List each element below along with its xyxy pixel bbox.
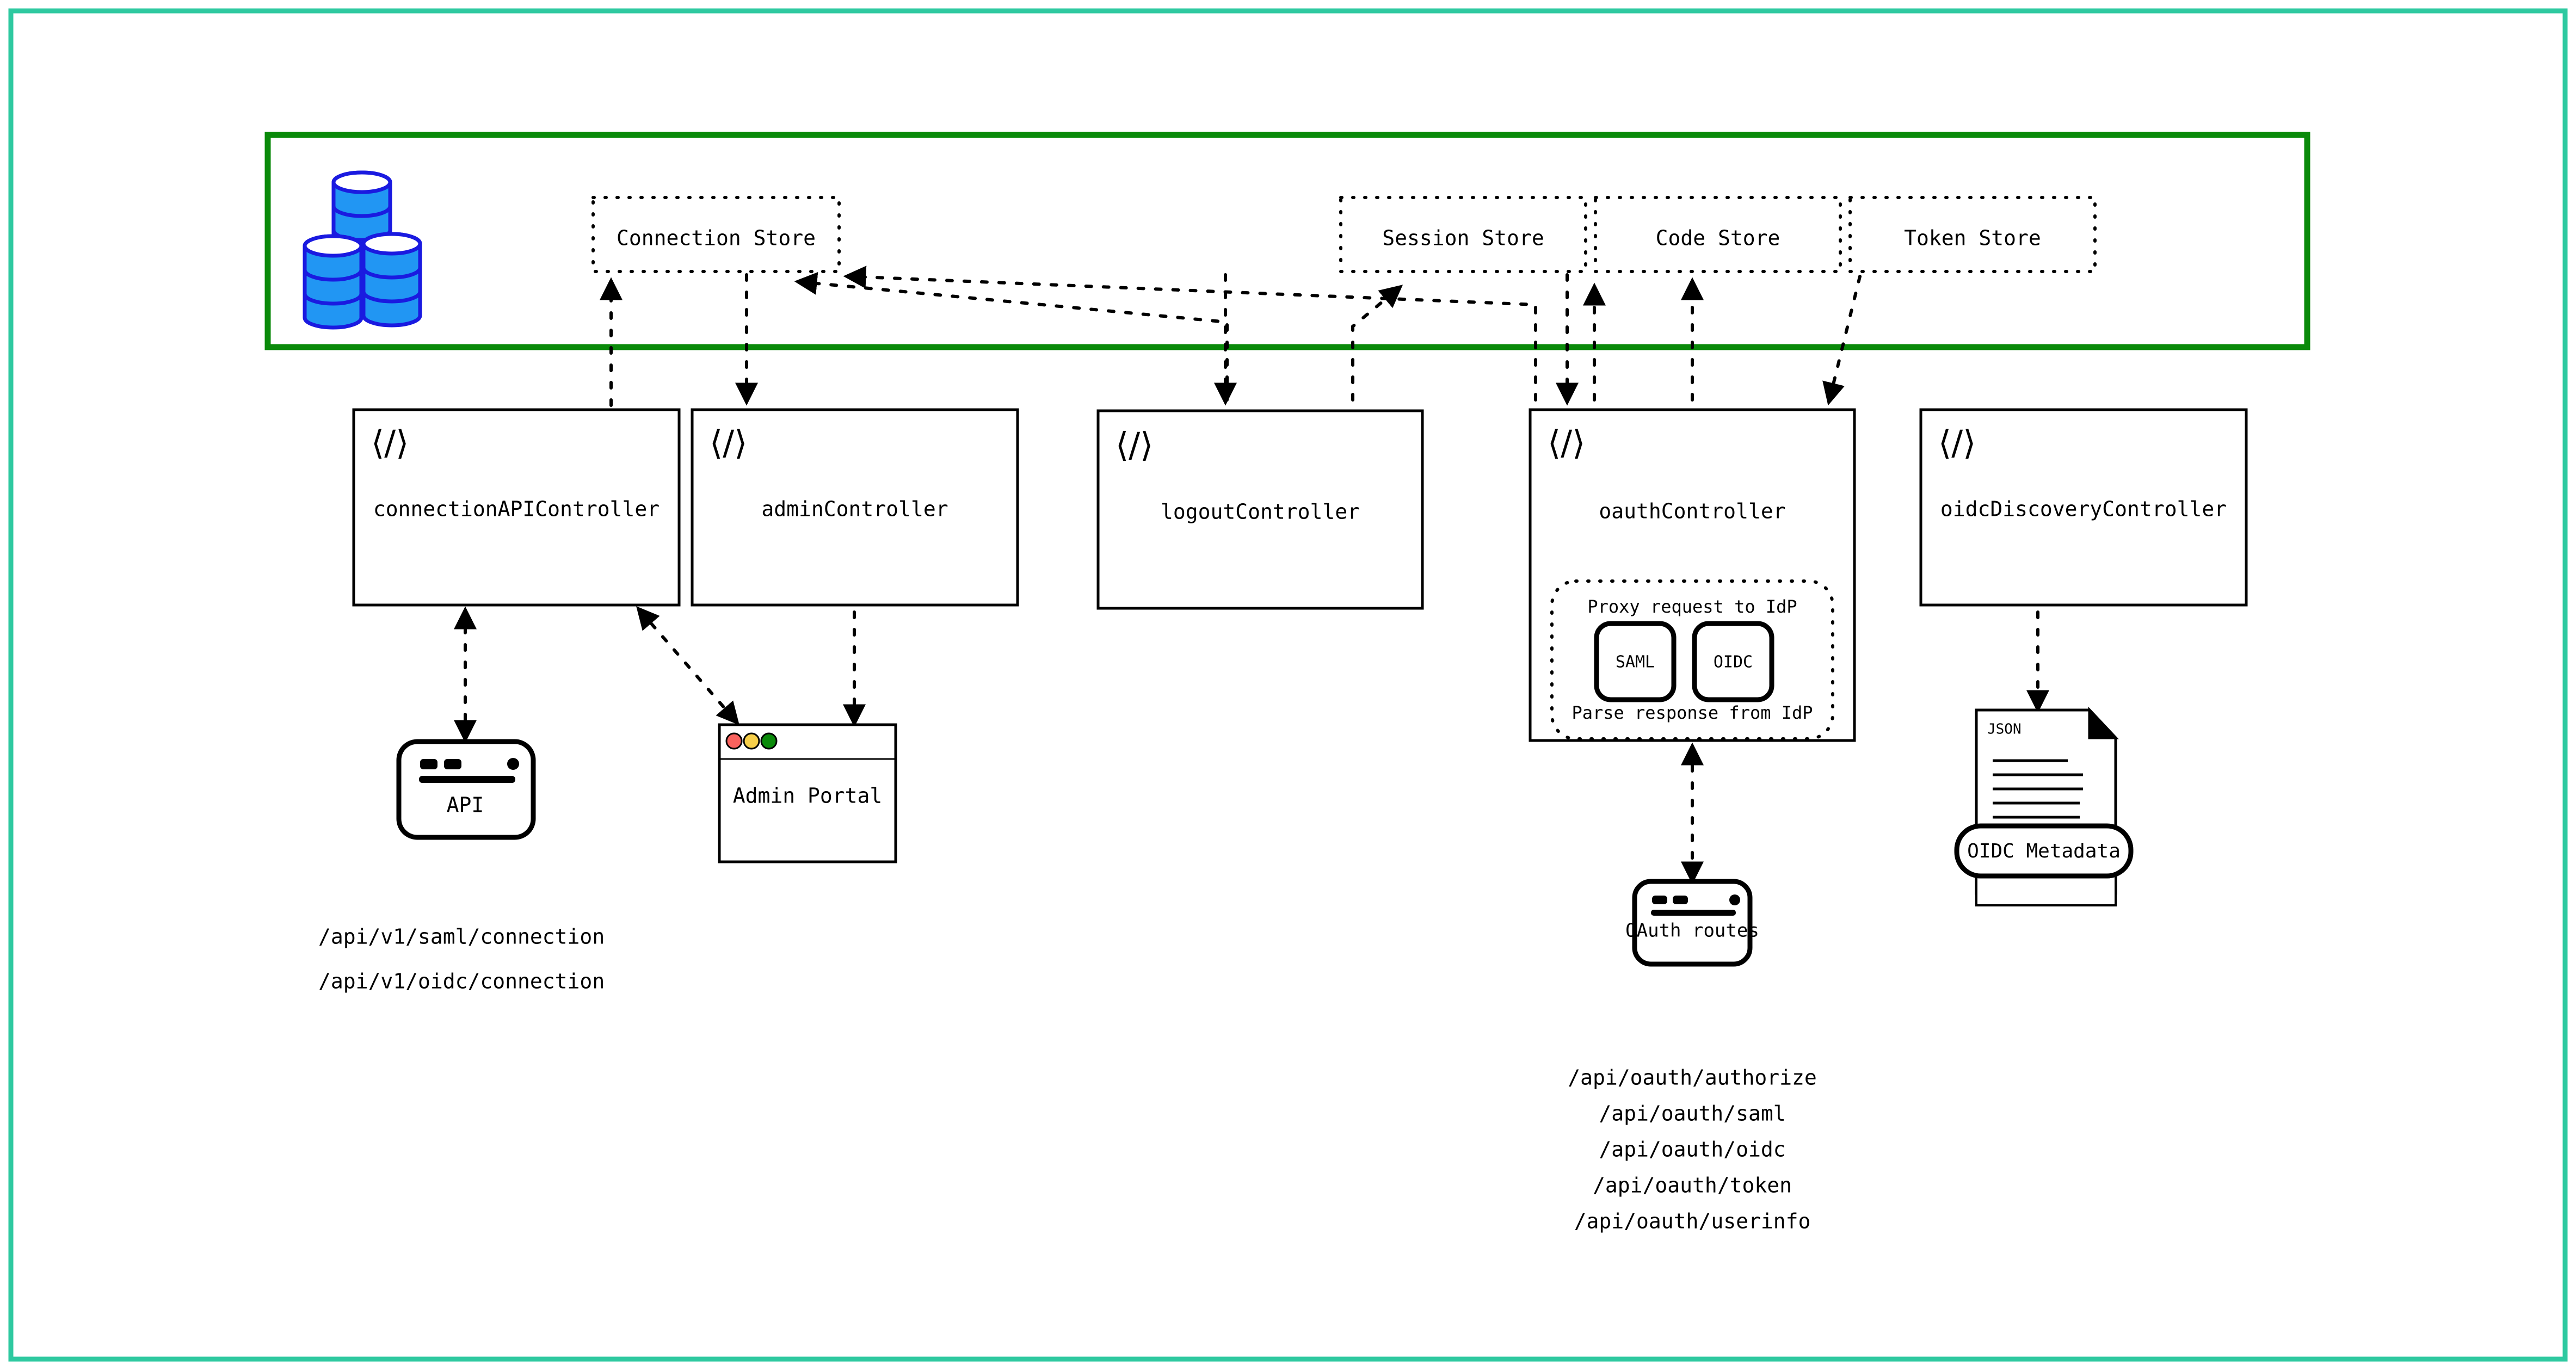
- endpoint-label: /api/oauth/token: [1593, 1174, 1792, 1198]
- datastore-container: [264, 132, 2310, 350]
- endpoint-label: /api/oauth/userinfo: [1574, 1209, 1811, 1233]
- connector-logout-to-session-store: [1351, 285, 1403, 402]
- controller-label: adminController: [761, 497, 948, 521]
- store-label: Connection Store: [617, 226, 816, 250]
- controller-logout-controller[interactable]: ⟨/⟩ logoutController: [1096, 409, 1424, 610]
- device-dot: [1729, 894, 1740, 905]
- oauth-endpoints: /api/oauth/authorize /api/oauth/saml /ap…: [1568, 1066, 1817, 1233]
- traffic-light-green: [760, 732, 778, 750]
- database-cluster-icon: [303, 170, 422, 330]
- protocol-oidc-box[interactable]: OIDC: [1692, 621, 1774, 702]
- store-code-store[interactable]: Code Store: [1594, 196, 1842, 273]
- device-dot: [507, 758, 519, 770]
- protocol-saml-box[interactable]: SAML: [1594, 621, 1677, 702]
- controller-connection-api-controller[interactable]: ⟨/⟩ connectionAPIController: [352, 408, 681, 607]
- controller-label: oauthController: [1599, 499, 1785, 523]
- code-icon: ⟨/⟩: [1548, 423, 1585, 462]
- client-admin-portal[interactable]: Admin Portal: [718, 723, 897, 863]
- endpoint-label: /api/v1/saml/connection: [318, 925, 605, 949]
- connector-session-area-to-connection-store: [794, 272, 1229, 402]
- traffic-light-yellow: [743, 732, 760, 750]
- controller-oauth-controller[interactable]: ⟨/⟩ oauthController Proxy request to IdP…: [1529, 408, 1856, 742]
- device-dot: [444, 759, 461, 769]
- oidc-metadata-label: OIDC Metadata: [1967, 840, 2121, 862]
- device-bar: [1651, 910, 1736, 916]
- store-session-store[interactable]: Session Store: [1339, 196, 1587, 273]
- code-icon: ⟨/⟩: [1116, 425, 1153, 465]
- traffic-light-red: [725, 732, 743, 750]
- code-icon: ⟨/⟩: [371, 423, 409, 462]
- store-token-store[interactable]: Token Store: [1848, 196, 2097, 273]
- protocol-label: OIDC: [1714, 653, 1753, 672]
- device-bar: [419, 776, 515, 783]
- endpoint-label: /api/v1/oidc/connection: [318, 970, 605, 993]
- store-label: Token Store: [1904, 226, 2041, 250]
- controller-label: connectionAPIController: [373, 497, 660, 521]
- store-label: Session Store: [1382, 226, 1544, 250]
- protocol-label: SAML: [1616, 653, 1655, 672]
- code-icon: ⟨/⟩: [1938, 423, 1976, 462]
- connector-token-store-to-oauth: [1822, 275, 1862, 406]
- connection-api-endpoints: /api/v1/saml/connection /api/v1/oidc/con…: [318, 925, 605, 993]
- api-label: API: [447, 793, 484, 817]
- outer-frame: [8, 8, 2568, 1362]
- client-oauth-routes[interactable]: OAuth routes: [1625, 879, 1759, 967]
- code-icon: ⟨/⟩: [710, 423, 747, 462]
- controller-label: logoutController: [1161, 500, 1360, 524]
- parse-response-label: Parse response from IdP: [1572, 702, 1813, 723]
- controller-oidc-discovery-controller[interactable]: ⟨/⟩ oidcDiscoveryController: [1919, 408, 2248, 607]
- connector-admin-to-portal: [636, 606, 739, 725]
- endpoint-label: /api/oauth/saml: [1599, 1102, 1785, 1126]
- client-oidc-metadata[interactable]: JSON OIDC Metadata: [1954, 706, 2134, 906]
- oauth-routes-label: OAuth routes: [1625, 920, 1759, 942]
- device-dot: [1652, 896, 1667, 904]
- endpoint-label: /api/oauth/oidc: [1599, 1138, 1785, 1162]
- controller-label: oidcDiscoveryController: [1940, 497, 2227, 521]
- json-badge: JSON: [1987, 721, 2022, 738]
- device-dot: [420, 759, 437, 769]
- store-connection-store[interactable]: Connection Store: [591, 196, 841, 273]
- proxy-request-label: Proxy request to IdP: [1587, 596, 1797, 617]
- client-api[interactable]: API: [396, 739, 536, 840]
- admin-portal-label: Admin Portal: [733, 784, 883, 808]
- device-dot: [1673, 896, 1688, 904]
- controller-admin-controller[interactable]: ⟨/⟩ adminController: [691, 408, 1019, 607]
- idp-proxy-panel: Proxy request to IdP SAML OIDC Parse res…: [1550, 579, 1834, 740]
- store-label: Code Store: [1656, 226, 1780, 250]
- endpoint-label: /api/oauth/authorize: [1568, 1066, 1817, 1090]
